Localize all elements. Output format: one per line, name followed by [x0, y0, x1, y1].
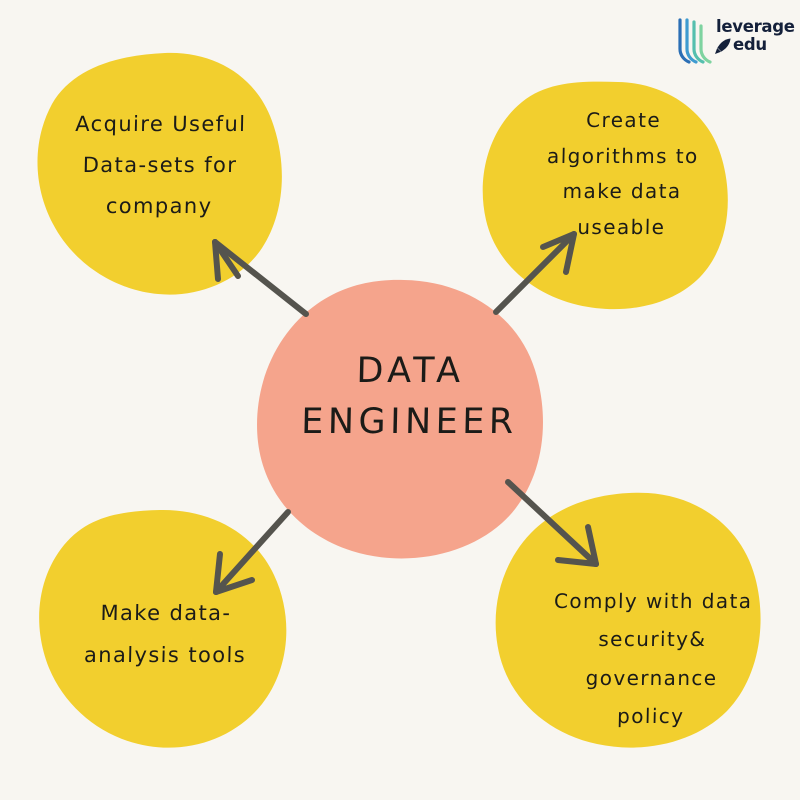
book-pages-icon	[678, 18, 712, 64]
arrow-group	[212, 231, 599, 595]
bubble-create-algorithms[interactable]	[482, 81, 728, 310]
bubble-data-engineer[interactable]	[257, 279, 543, 559]
rocket-icon	[715, 38, 731, 54]
arrow-to-analysis-tools	[213, 509, 291, 595]
brand-name-line-2: edu	[733, 35, 767, 55]
brand-logo[interactable]: leverage edu	[676, 14, 795, 66]
arrow-to-acquire-datasets	[212, 239, 309, 317]
brand-wordmark: leverage edu	[716, 17, 795, 62]
bubble-acquire-datasets[interactable]	[37, 52, 282, 295]
bubble-comply-policy[interactable]	[495, 492, 761, 748]
arrow-to-create-algorithms	[493, 231, 577, 315]
brand-name-line-1: leverage	[716, 17, 795, 36]
arrow-to-comply-policy	[505, 479, 599, 567]
bubble-analysis-tools[interactable]	[39, 509, 287, 748]
